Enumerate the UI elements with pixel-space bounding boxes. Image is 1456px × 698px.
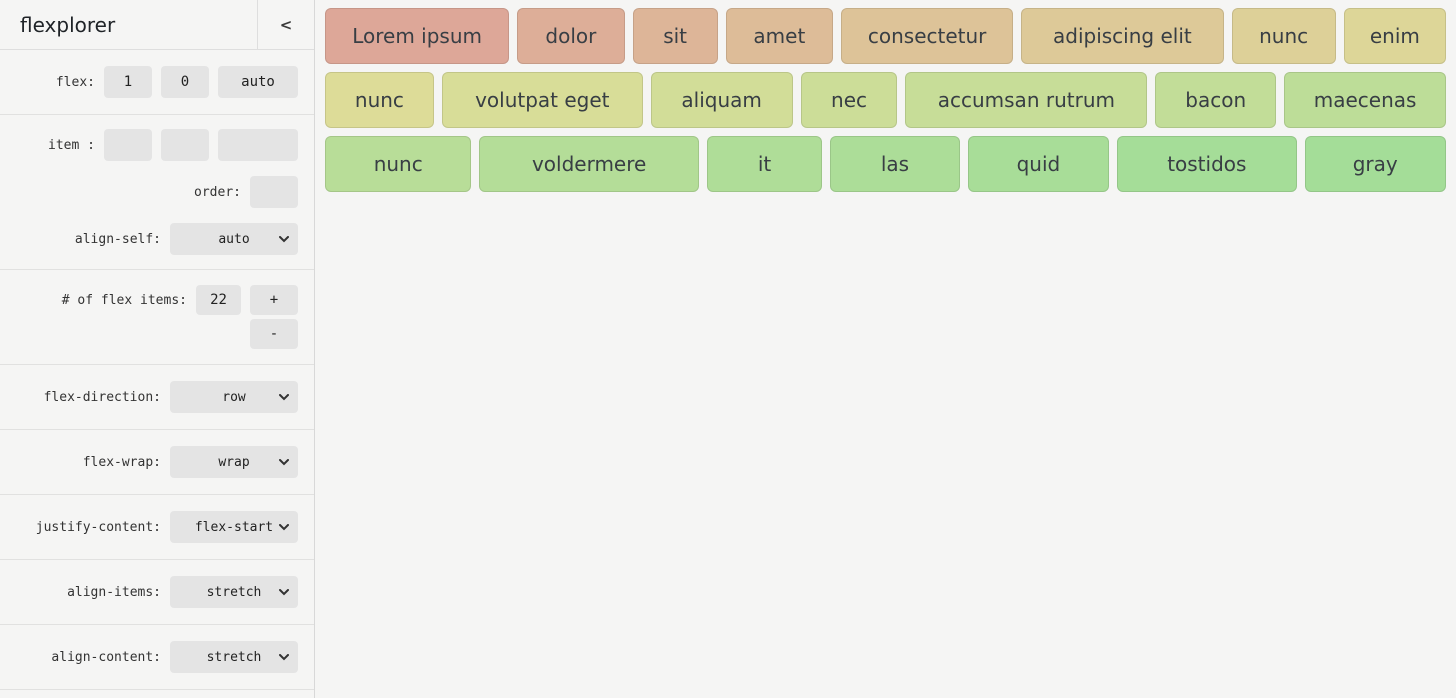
flex-label: flex: — [55, 74, 95, 90]
flex-item: Lorem ipsum — [325, 8, 510, 64]
chevron-down-icon — [279, 654, 289, 661]
section-align-content: align-content: stretch — [0, 625, 314, 690]
align-items-label: align-items: — [67, 584, 161, 600]
chevron-down-icon — [279, 459, 289, 466]
sidebar-header: flexplorer < — [0, 0, 314, 50]
flex-item: enim — [1343, 8, 1446, 64]
flex-item: accumsan rutrum — [905, 72, 1148, 128]
section-align-items: align-items: stretch — [0, 560, 314, 625]
item-flex-grow-input[interactable] — [104, 129, 152, 161]
flex-basis-input[interactable] — [218, 66, 298, 98]
flex-wrap-label: flex-wrap: — [82, 454, 161, 470]
order-input[interactable] — [250, 176, 298, 208]
flex-item: nunc — [325, 136, 472, 192]
section-item: item : order: align-self: auto — [0, 115, 314, 270]
num-items-label: # of flex items: — [61, 292, 187, 308]
flex-item: adipiscing elit — [1021, 8, 1224, 64]
num-items-input[interactable] — [196, 285, 241, 315]
justify-content-label: justify-content: — [35, 519, 161, 535]
justify-content-select[interactable]: flex-start — [170, 511, 298, 543]
flex-item: tostidos — [1117, 136, 1297, 192]
item-label: item : — [48, 137, 95, 153]
flex-shrink-input[interactable] — [161, 66, 209, 98]
justify-content-value: flex-start — [194, 519, 274, 535]
section-flex-direction: flex-direction: row — [0, 365, 314, 430]
align-items-value: stretch — [206, 584, 262, 600]
flex-direction-label: flex-direction: — [43, 389, 161, 405]
flex-direction-value: row — [222, 389, 246, 405]
flex-wrap-value: wrap — [218, 454, 250, 470]
flex-item: volutpat eget — [441, 72, 643, 128]
flex-item: sit — [632, 8, 718, 64]
align-self-label: align-self: — [74, 231, 161, 247]
flex-item: amet — [725, 8, 833, 64]
flex-item: maecenas — [1284, 72, 1447, 128]
section-justify-content: justify-content: flex-start — [0, 495, 314, 560]
flex-item: aliquam — [650, 72, 793, 128]
chevron-down-icon — [279, 236, 289, 243]
align-self-select[interactable]: auto — [170, 223, 298, 255]
flex-item: nunc — [1231, 8, 1336, 64]
flex-item: quid — [967, 136, 1110, 192]
align-items-select[interactable]: stretch — [170, 576, 298, 608]
flex-item: voldermere — [479, 136, 699, 192]
chevron-down-icon — [279, 524, 289, 531]
item-flex-basis-input[interactable] — [218, 129, 298, 161]
flex-item: las — [830, 136, 960, 192]
align-content-select[interactable]: stretch — [170, 641, 298, 673]
sidebar-collapse-button[interactable]: < — [257, 0, 314, 49]
flex-item: dolor — [517, 8, 625, 64]
align-self-value: auto — [218, 231, 250, 247]
flex-wrap-select[interactable]: wrap — [170, 446, 298, 478]
flex-item: consectetur — [841, 8, 1014, 64]
flex-grow-input[interactable] — [104, 66, 152, 98]
flex-item: bacon — [1155, 72, 1277, 128]
chevron-down-icon — [279, 589, 289, 596]
app-title: flexplorer — [20, 12, 116, 37]
flex-item: it — [706, 136, 823, 192]
align-content-value: stretch — [206, 649, 262, 665]
chevron-down-icon — [279, 394, 289, 401]
flex-item: gray — [1304, 136, 1446, 192]
sidebar: flexplorer < flex: item : order: align-s… — [0, 0, 315, 698]
section-flex: flex: — [0, 50, 314, 115]
flex-item: nec — [800, 72, 898, 128]
section-flex-wrap: flex-wrap: wrap — [0, 430, 314, 495]
remove-item-button[interactable]: - — [250, 319, 298, 349]
align-content-label: align-content: — [51, 649, 161, 665]
add-item-button[interactable]: + — [250, 285, 298, 315]
flex-direction-select[interactable]: row — [170, 381, 298, 413]
flex-item: nunc — [325, 72, 434, 128]
item-flex-shrink-input[interactable] — [161, 129, 209, 161]
order-label: order: — [194, 184, 241, 200]
section-num-items: # of flex items: + - — [0, 270, 314, 365]
